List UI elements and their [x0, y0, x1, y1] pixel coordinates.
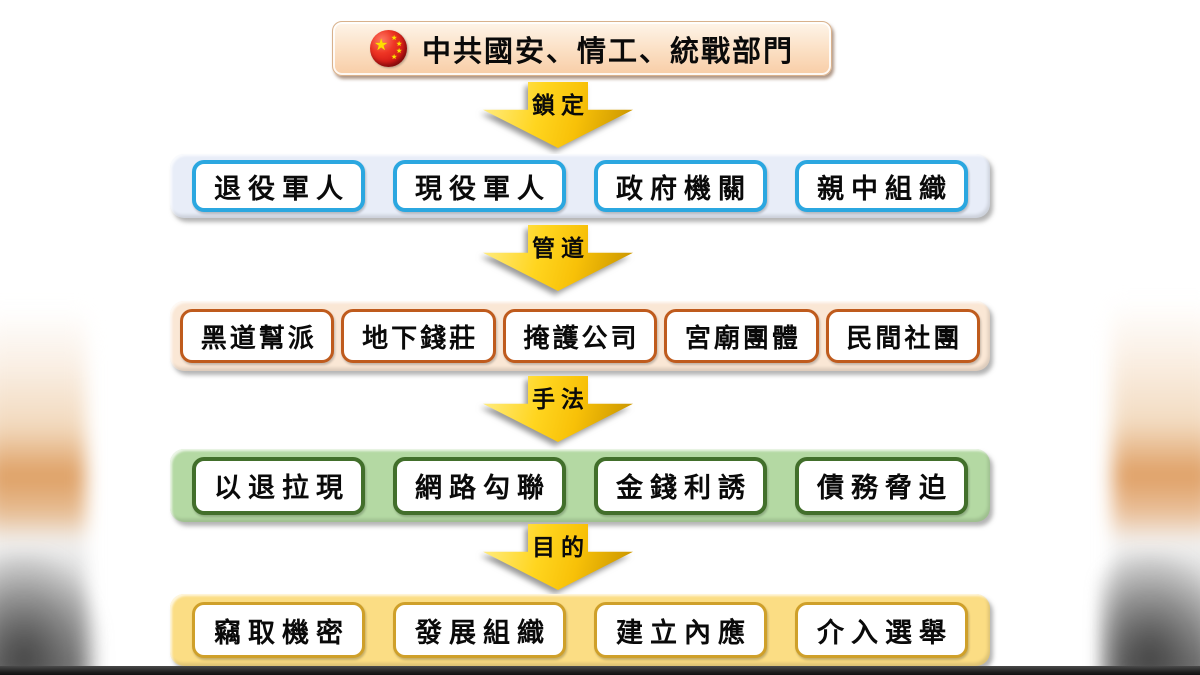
- arrow-label: 鎖定: [532, 93, 590, 118]
- method-item: 金錢利誘: [594, 456, 767, 515]
- arrow-purposes: 目的: [483, 524, 633, 590]
- china-flag-icon: ★ ★ ★ ★ ★: [369, 30, 407, 67]
- row-targets: 退役軍人 現役軍人 政府機關 親中組織: [170, 154, 990, 218]
- purpose-item: 介入選舉: [795, 602, 968, 658]
- arrow-label: 目的: [532, 535, 590, 560]
- target-item: 親中組織: [795, 160, 968, 212]
- target-item: 退役軍人: [192, 160, 365, 212]
- arrow-label: 手法: [532, 387, 590, 412]
- row-methods: 以退拉現 網路勾聯 金錢利誘 債務脅迫: [170, 449, 990, 522]
- method-item: 債務脅迫: [795, 456, 968, 515]
- channel-item: 宮廟團體: [664, 309, 819, 363]
- left-corner-shadow: [0, 552, 102, 675]
- arrow-label: 管道: [532, 236, 590, 261]
- right-corner-shadow: [1098, 552, 1200, 675]
- channel-item: 黑道幫派: [180, 309, 335, 363]
- arrow-methods: 手法: [483, 376, 633, 442]
- method-item: 以退拉現: [192, 456, 365, 515]
- target-item: 現役軍人: [393, 160, 566, 212]
- channel-item: 民間社團: [825, 309, 981, 363]
- arrow-lock-on: 鎖定: [483, 82, 633, 148]
- bottom-frame-bar: [0, 666, 1200, 675]
- source-title: 中共國安、情工、統戰部門: [421, 35, 794, 68]
- channel-item: 掩護公司: [502, 309, 658, 363]
- purpose-item: 竊取機密: [192, 602, 365, 658]
- source-box: ★ ★ ★ ★ ★ 中共國安、情工、統戰部門: [332, 21, 832, 76]
- row-channels: 黑道幫派 地下錢莊 掩護公司 宮廟團體 民間社團: [170, 301, 990, 371]
- method-item: 網路勾聯: [393, 456, 566, 515]
- channel-item: 地下錢莊: [341, 309, 496, 363]
- arrow-channels: 管道: [483, 225, 633, 291]
- purpose-item: 發展組織: [393, 602, 566, 658]
- target-item: 政府機關: [594, 160, 767, 212]
- purpose-item: 建立內應: [594, 602, 767, 658]
- row-purposes: 竊取機密 發展組織 建立內應 介入選舉: [170, 594, 990, 666]
